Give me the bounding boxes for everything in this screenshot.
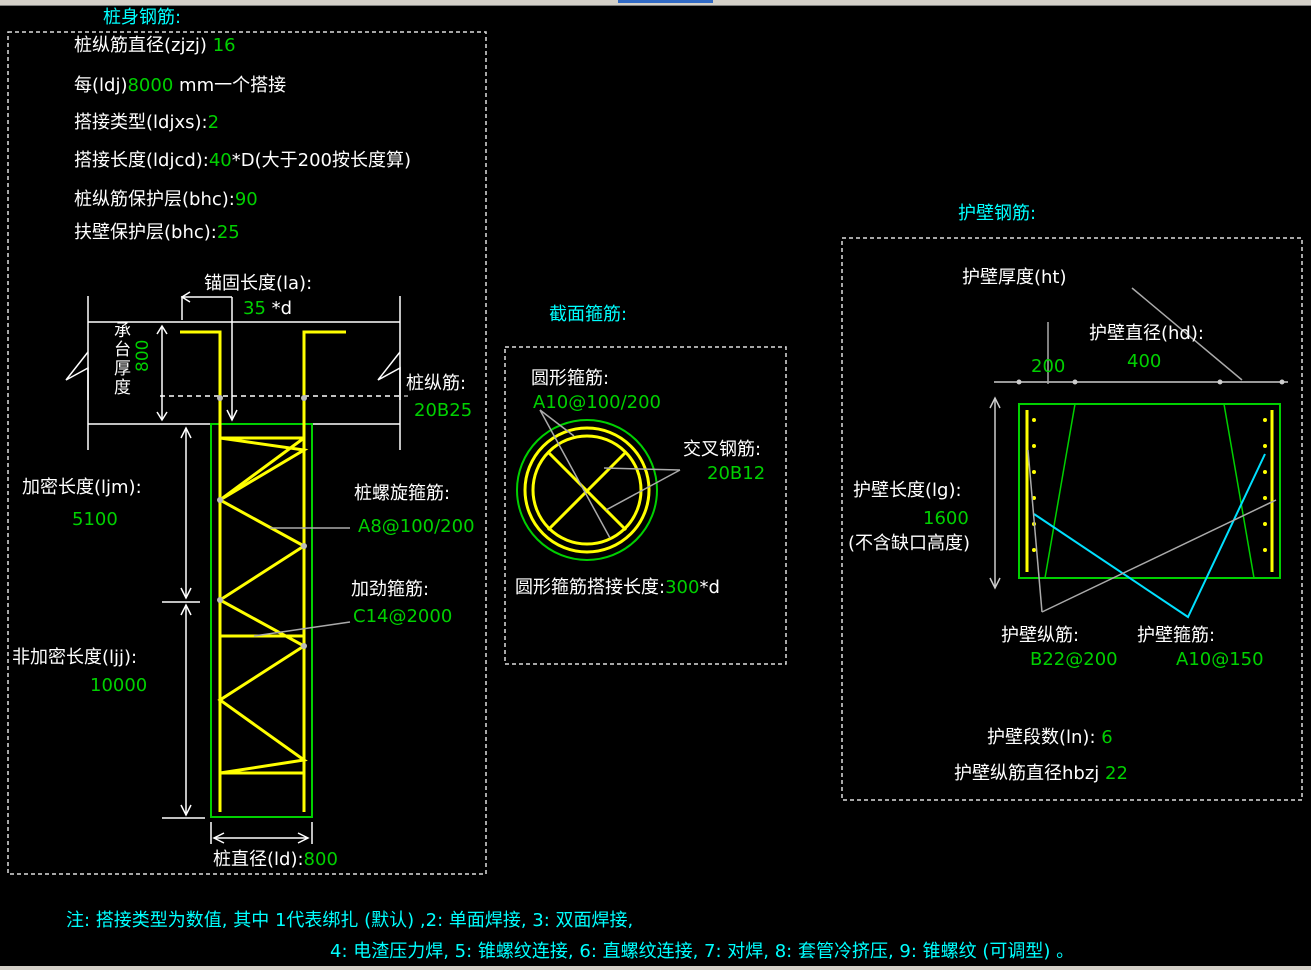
pile-body-frame — [7, 31, 487, 875]
ldjxs-label: 搭接类型(ldjxs): — [74, 112, 208, 133]
rebar-dots — [217, 395, 307, 649]
wall-rebar-dots — [1032, 418, 1267, 552]
pile-dimension-lines — [162, 426, 313, 844]
ring-value[interactable]: A10@100/200 — [533, 392, 661, 413]
wall-gj-value[interactable]: A10@150 — [1176, 649, 1264, 670]
wall-ticks — [1016, 379, 1285, 385]
ljj-label: 非加密长度(ljj): — [12, 647, 138, 668]
wall-stirrup-lines — [1033, 453, 1266, 619]
param-fbhc: 扶壁保护层(bhc):25 — [74, 223, 240, 243]
cap-thickness-value[interactable]: 800 — [133, 339, 153, 372]
ln-field: 护壁段数(ln): 6 — [987, 728, 1113, 748]
wall-rebar — [1025, 410, 1274, 572]
hbzj-label: 护壁纵筋直径hbzj — [954, 763, 1100, 784]
bhc-label: 桩纵筋保护层(bhc): — [74, 189, 235, 210]
note-line-1: 注: 搭接类型为数值, 其中 1代表绑扎 (默认) ,2: 单面焊接, 3: 双… — [66, 910, 634, 931]
pile-body-title: 桩身钢筋: — [103, 7, 182, 28]
ld-label: 桩直径(ld): — [213, 849, 304, 870]
ring-label: 圆形箍筋: — [531, 368, 610, 389]
hbzj-value[interactable]: 22 — [1105, 763, 1128, 784]
spiral-value[interactable]: A8@100/200 — [358, 516, 475, 537]
wall-dimension-left — [989, 396, 1001, 590]
param-ldjcd: 搭接长度(ldjcd):40*D(大于200按长度算) — [74, 151, 411, 171]
section-leader-lines — [539, 409, 681, 539]
ldj-unit: mm一个搭接 — [179, 75, 287, 96]
zjzj-label: 桩纵筋直径(zjzj) — [74, 35, 207, 56]
note-line-2: 4: 电渣压力焊, 5: 锥螺纹连接, 6: 直螺纹连接, 7: 对焊, 8: … — [330, 941, 1075, 962]
ldjcd-label: 搭接长度(ldjcd): — [74, 150, 209, 171]
la-field: 35 *d — [243, 299, 292, 319]
ljm-label: 加密长度(ljm): — [22, 477, 142, 498]
ln-label: 护壁段数(ln): — [987, 727, 1096, 748]
zjj-label: 桩纵筋: — [406, 373, 467, 394]
param-zjzj: 桩纵筋直径(zjzj) 16 — [74, 36, 236, 56]
fbhc-value[interactable]: 25 — [216, 222, 240, 243]
wall-dimension-top — [994, 287, 1288, 384]
la-unit: *d — [271, 298, 293, 319]
ldj-value[interactable]: 8000 — [127, 75, 174, 96]
ldjcd-unit: *D(大于200按长度算) — [231, 150, 412, 171]
stiff-value[interactable]: C14@2000 — [353, 606, 453, 627]
zjzj-value[interactable]: 16 — [212, 35, 236, 56]
ljj-value[interactable]: 10000 — [90, 675, 148, 696]
wall-frame — [841, 237, 1303, 801]
section-frame — [504, 346, 787, 665]
hd-label: 护壁直径(hd): — [1089, 323, 1204, 344]
lap-label: 圆形箍筋搭接长度: — [515, 577, 666, 598]
lap-field: 圆形箍筋搭接长度:300*d — [515, 578, 720, 598]
window-top-bar — [0, 0, 1311, 6]
zjj-value[interactable]: 20B25 — [414, 400, 473, 421]
stiff-label: 加劲箍筋: — [351, 579, 430, 600]
lap-unit: *d — [699, 577, 720, 598]
anchor-arrow — [180, 291, 238, 422]
lap-value[interactable]: 300 — [665, 577, 700, 598]
fbhc-label: 扶壁保护层(bhc): — [74, 222, 217, 243]
wall-zj-value[interactable]: B22@200 — [1030, 649, 1118, 670]
wall-taper — [1044, 403, 1255, 579]
ld-field: 桩直径(ld):800 — [213, 850, 338, 870]
lg-label: 护壁长度(lg): — [853, 480, 962, 501]
wall-leader-lines — [1027, 449, 1277, 613]
active-tab-indicator[interactable] — [618, 0, 713, 3]
section-stirrup-title: 截面箍筋: — [549, 304, 628, 325]
pile-outline — [210, 423, 313, 818]
lg-value[interactable]: 1600 — [923, 508, 969, 529]
hd-value[interactable]: 400 — [1127, 351, 1162, 372]
pile-rebar — [180, 330, 346, 812]
wall-zj-label: 护壁纵筋: — [1001, 625, 1080, 646]
lg-note: (不含缺口高度) — [848, 533, 971, 554]
param-bhc: 桩纵筋保护层(bhc):90 — [74, 190, 258, 210]
cap-thickness-label: 承台厚度 — [114, 321, 131, 398]
wall-title: 护壁钢筋: — [958, 203, 1037, 224]
param-ldjxs: 搭接类型(ldjxs):2 — [74, 113, 219, 133]
ldj-label: 每(ldj) — [74, 75, 128, 96]
ldjcd-value[interactable]: 40 — [208, 150, 232, 171]
ht-label: 护壁厚度(ht) — [962, 267, 1067, 288]
wall-gj-label: 护壁箍筋: — [1137, 625, 1216, 646]
spiral-label: 桩螺旋箍筋: — [354, 483, 451, 504]
ljm-value[interactable]: 5100 — [72, 509, 118, 530]
ln-value[interactable]: 6 — [1101, 727, 1113, 748]
cross-label: 交叉钢筋: — [683, 439, 762, 460]
bhc-value[interactable]: 90 — [234, 189, 258, 210]
ldjxs-value[interactable]: 2 — [207, 112, 220, 133]
ht-value[interactable]: 200 — [1031, 356, 1066, 377]
window-bottom-bar — [0, 966, 1311, 970]
la-value[interactable]: 35 — [243, 298, 266, 319]
ld-value[interactable]: 800 — [303, 849, 338, 870]
param-ldj: 每(ldj)8000 mm一个搭接 — [74, 76, 286, 96]
hbzj-field: 护壁纵筋直径hbzj 22 — [954, 764, 1128, 784]
section-circles — [516, 419, 658, 561]
cross-value[interactable]: 20B12 — [707, 463, 766, 484]
pile-leader-lines — [253, 395, 408, 637]
wall-outline — [1018, 403, 1281, 579]
la-label: 锚固长度(la): — [204, 273, 313, 294]
